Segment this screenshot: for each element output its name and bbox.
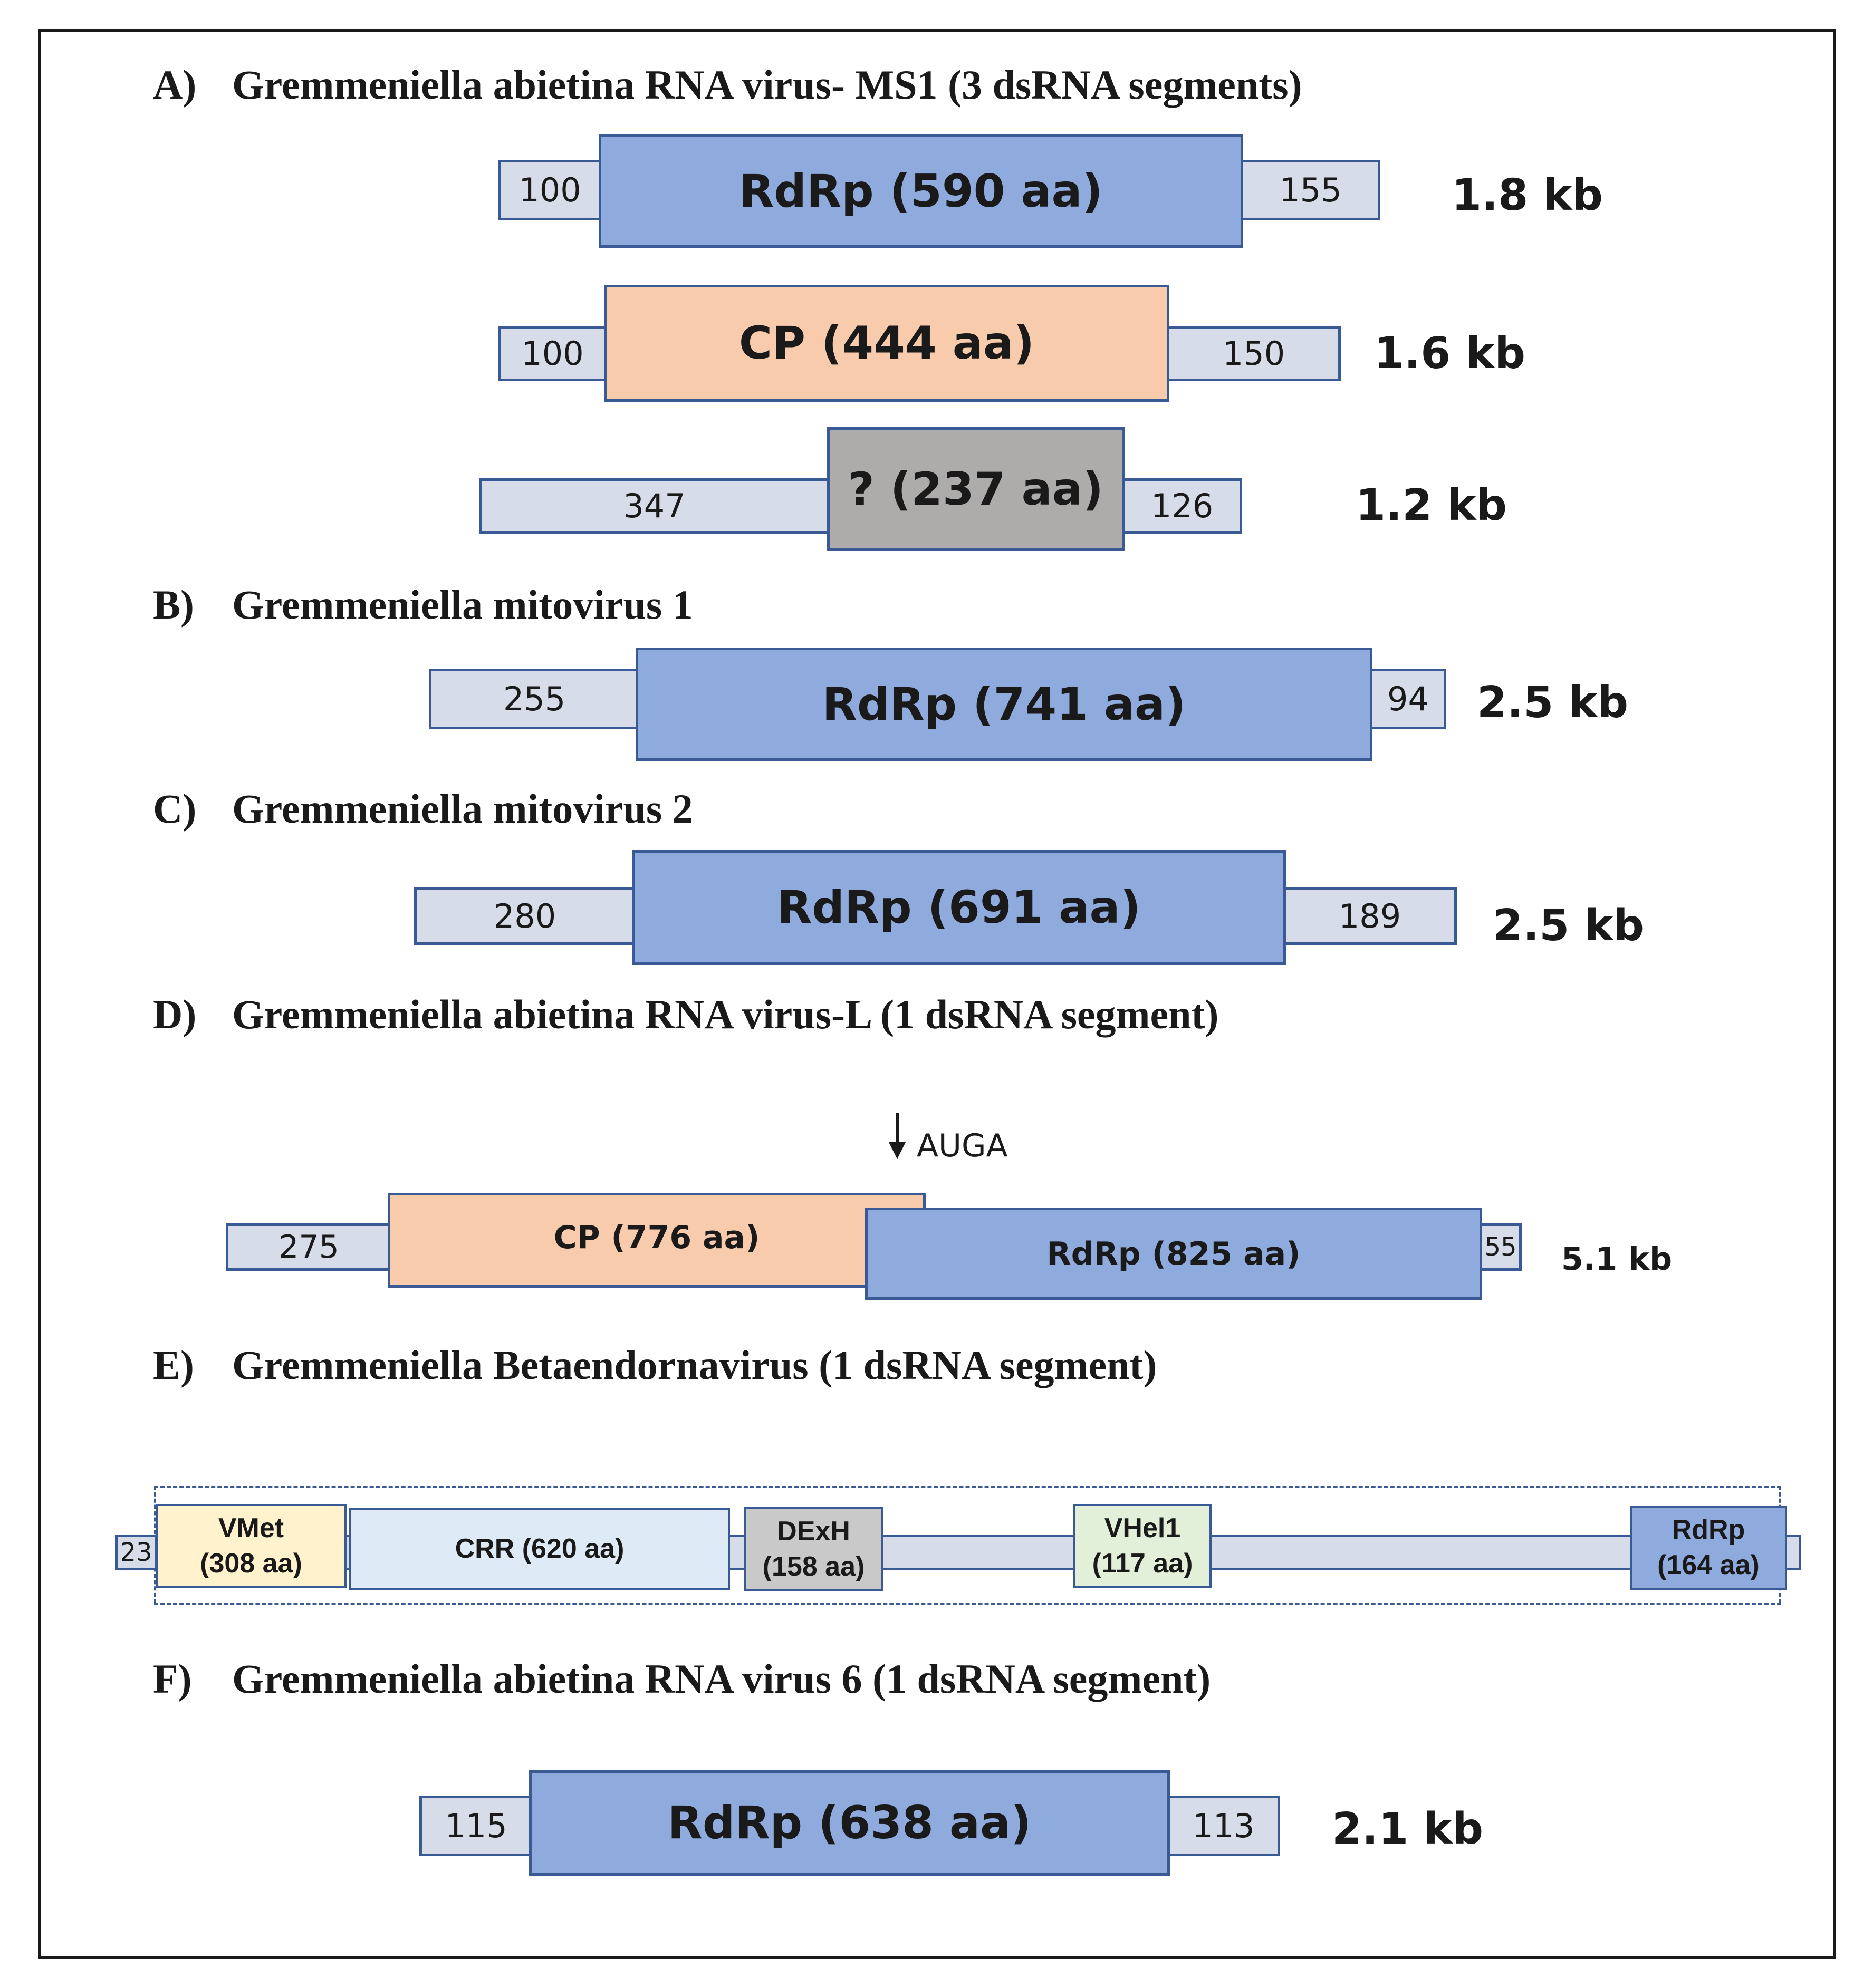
section-e-letter: E) <box>153 1342 194 1388</box>
section-f-letter: F) <box>153 1656 192 1702</box>
f-rdrp-orf: RdRp (638 aa) <box>529 1770 1170 1876</box>
b-size: 2.5 kb <box>1477 678 1629 728</box>
a1-size: 1.8 kb <box>1452 170 1603 220</box>
e-polyprotein-bottom-border <box>154 1603 1781 1605</box>
section-f-title: Gremmeniella abietina RNA virus 6 (1 dsR… <box>232 1656 1211 1702</box>
e-domain-crr-name: CRR (620 aa) <box>455 1533 625 1565</box>
e-domain-rdrp: RdRp (164 aa) <box>1630 1506 1787 1590</box>
auga-arrow-shaft <box>896 1113 899 1144</box>
a2-utr5: 100 <box>498 326 607 381</box>
e-domain-dexh-length: (158 aa) <box>762 1551 865 1582</box>
f-utr3: 113 <box>1167 1796 1280 1856</box>
e-domain-vhel1-length: (117 aa) <box>1092 1548 1193 1579</box>
auga-label: AUGA <box>917 1127 1008 1164</box>
e-domain-dexh: DExH (158 aa) <box>744 1507 883 1591</box>
a2-utr3: 150 <box>1167 326 1341 381</box>
e-domain-rdrp-length: (164 aa) <box>1657 1550 1760 1580</box>
e-domain-vmet: VMet (308 aa) <box>156 1504 347 1588</box>
b-rdrp-orf: RdRp (741 aa) <box>636 648 1372 761</box>
c-utr3: 189 <box>1283 887 1457 945</box>
section-a-letter: A) <box>153 62 197 108</box>
section-c-title: Gremmeniella mitovirus 2 <box>232 786 693 832</box>
e-domain-dexh-name: DExH <box>777 1516 850 1547</box>
a2-size: 1.6 kb <box>1374 329 1526 379</box>
d-cp-orf: CP (776 aa) <box>388 1193 926 1288</box>
section-d-letter: D) <box>153 991 197 1037</box>
d-utr3: 55 <box>1480 1223 1522 1271</box>
a1-utr5: 100 <box>498 160 601 220</box>
e-domain-vhel1-name: VHel1 <box>1104 1513 1181 1544</box>
b-utr3: 94 <box>1370 669 1446 729</box>
f-utr5: 115 <box>419 1796 533 1856</box>
section-b-title: Gremmeniella mitovirus 1 <box>232 582 693 628</box>
e-domain-vhel1: VHel1 (117 aa) <box>1073 1504 1212 1588</box>
b-utr5: 255 <box>429 669 640 729</box>
e-domain-rdrp-name: RdRp <box>1672 1514 1745 1546</box>
section-b-letter: B) <box>153 582 194 628</box>
figure-frame <box>38 29 1836 1959</box>
e-utr5: 23 <box>115 1535 157 1570</box>
e-domain-crr: CRR (620 aa) <box>349 1508 730 1590</box>
c-rdrp-orf: RdRp (691 aa) <box>632 850 1286 965</box>
c-utr5: 280 <box>414 887 636 945</box>
a1-rdrp-orf: RdRp (590 aa) <box>599 134 1243 248</box>
a3-unknown-orf: ? (237 aa) <box>827 427 1125 551</box>
d-utr5: 275 <box>226 1223 392 1271</box>
auga-arrow-head <box>889 1142 906 1159</box>
e-domain-vmet-length: (308 aa) <box>200 1548 302 1579</box>
a3-utr3: 126 <box>1122 478 1242 534</box>
a2-cp-orf: CP (444 aa) <box>604 285 1169 402</box>
f-size: 2.1 kb <box>1332 1804 1484 1854</box>
d-rdrp-orf: RdRp (825 aa) <box>865 1208 1482 1300</box>
e-polyprotein-top-border <box>154 1486 1781 1488</box>
a1-utr3: 155 <box>1241 160 1380 220</box>
a3-size: 1.2 kb <box>1356 480 1507 530</box>
section-a-title: Gremmeniella abietina RNA virus- MS1 (3 … <box>232 62 1302 108</box>
section-d-title: Gremmeniella abietina RNA virus-L (1 dsR… <box>232 991 1219 1037</box>
d-size: 5.1 kb <box>1561 1241 1673 1278</box>
c-size: 2.5 kb <box>1493 901 1645 951</box>
section-c-letter: C) <box>153 786 197 832</box>
a3-utr5: 347 <box>479 478 830 534</box>
section-e-title: Gremmeniella Betaendornavirus (1 dsRNA s… <box>232 1342 1157 1388</box>
e-domain-vmet-name: VMet <box>218 1513 284 1544</box>
